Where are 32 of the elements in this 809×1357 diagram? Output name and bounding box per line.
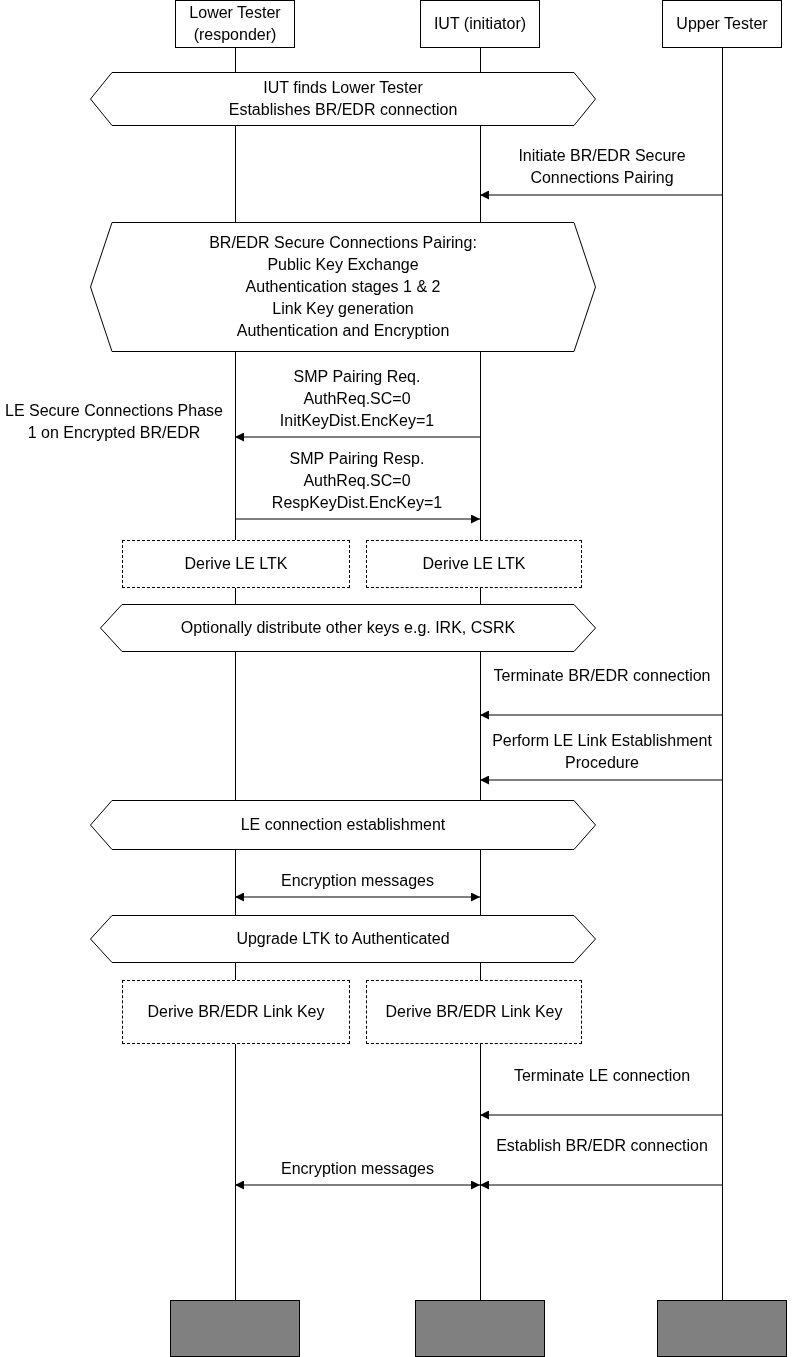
lifeline xyxy=(479,48,481,1300)
lifeline xyxy=(234,48,236,1300)
participant-box: IUT (initiator) xyxy=(420,0,540,48)
message-arrow xyxy=(479,1110,723,1120)
hexagon-text: Public Key Exchange xyxy=(267,255,419,275)
process-box: Derive LE LTK xyxy=(122,540,350,588)
message-arrow xyxy=(479,775,723,785)
message-arrow xyxy=(234,1180,481,1190)
message-arrow xyxy=(479,1180,723,1190)
lifeline-end-box xyxy=(657,1300,787,1357)
process-box: Derive BR/EDR Link Key xyxy=(366,980,582,1044)
process-box: Derive BR/EDR Link Key xyxy=(122,980,350,1044)
message-arrow xyxy=(234,514,481,524)
hexagon-text: Optionally distribute other keys e.g. IRK, CSRK xyxy=(180,618,516,638)
participant-box: Upper Tester xyxy=(662,0,782,48)
hexagon-text: Authentication and Encryption xyxy=(236,321,450,341)
hexagon-text: Upgrade LTK to Authenticated xyxy=(236,929,450,949)
message-arrow xyxy=(479,190,723,200)
hexagon-text: Authentication stages 1 & 2 xyxy=(245,277,441,297)
participant-box: Lower Tester (responder) xyxy=(175,0,295,48)
hexagon-text: IUT finds Lower Tester xyxy=(263,78,423,98)
message-arrow xyxy=(234,892,481,902)
hexagon-text: BR/EDR Secure Connections Pairing: xyxy=(209,233,477,253)
message-arrow xyxy=(479,710,723,720)
lifeline-end-box xyxy=(170,1300,300,1357)
lifeline xyxy=(721,48,723,1300)
hexagon-text: Link Key generation xyxy=(272,299,414,319)
hexagon-text: LE connection establishment xyxy=(240,815,446,835)
lifeline-end-box xyxy=(415,1300,545,1357)
message-arrow xyxy=(234,432,481,442)
process-box: Derive LE LTK xyxy=(366,540,582,588)
hexagon-text: Establishes BR/EDR connection xyxy=(228,100,458,120)
